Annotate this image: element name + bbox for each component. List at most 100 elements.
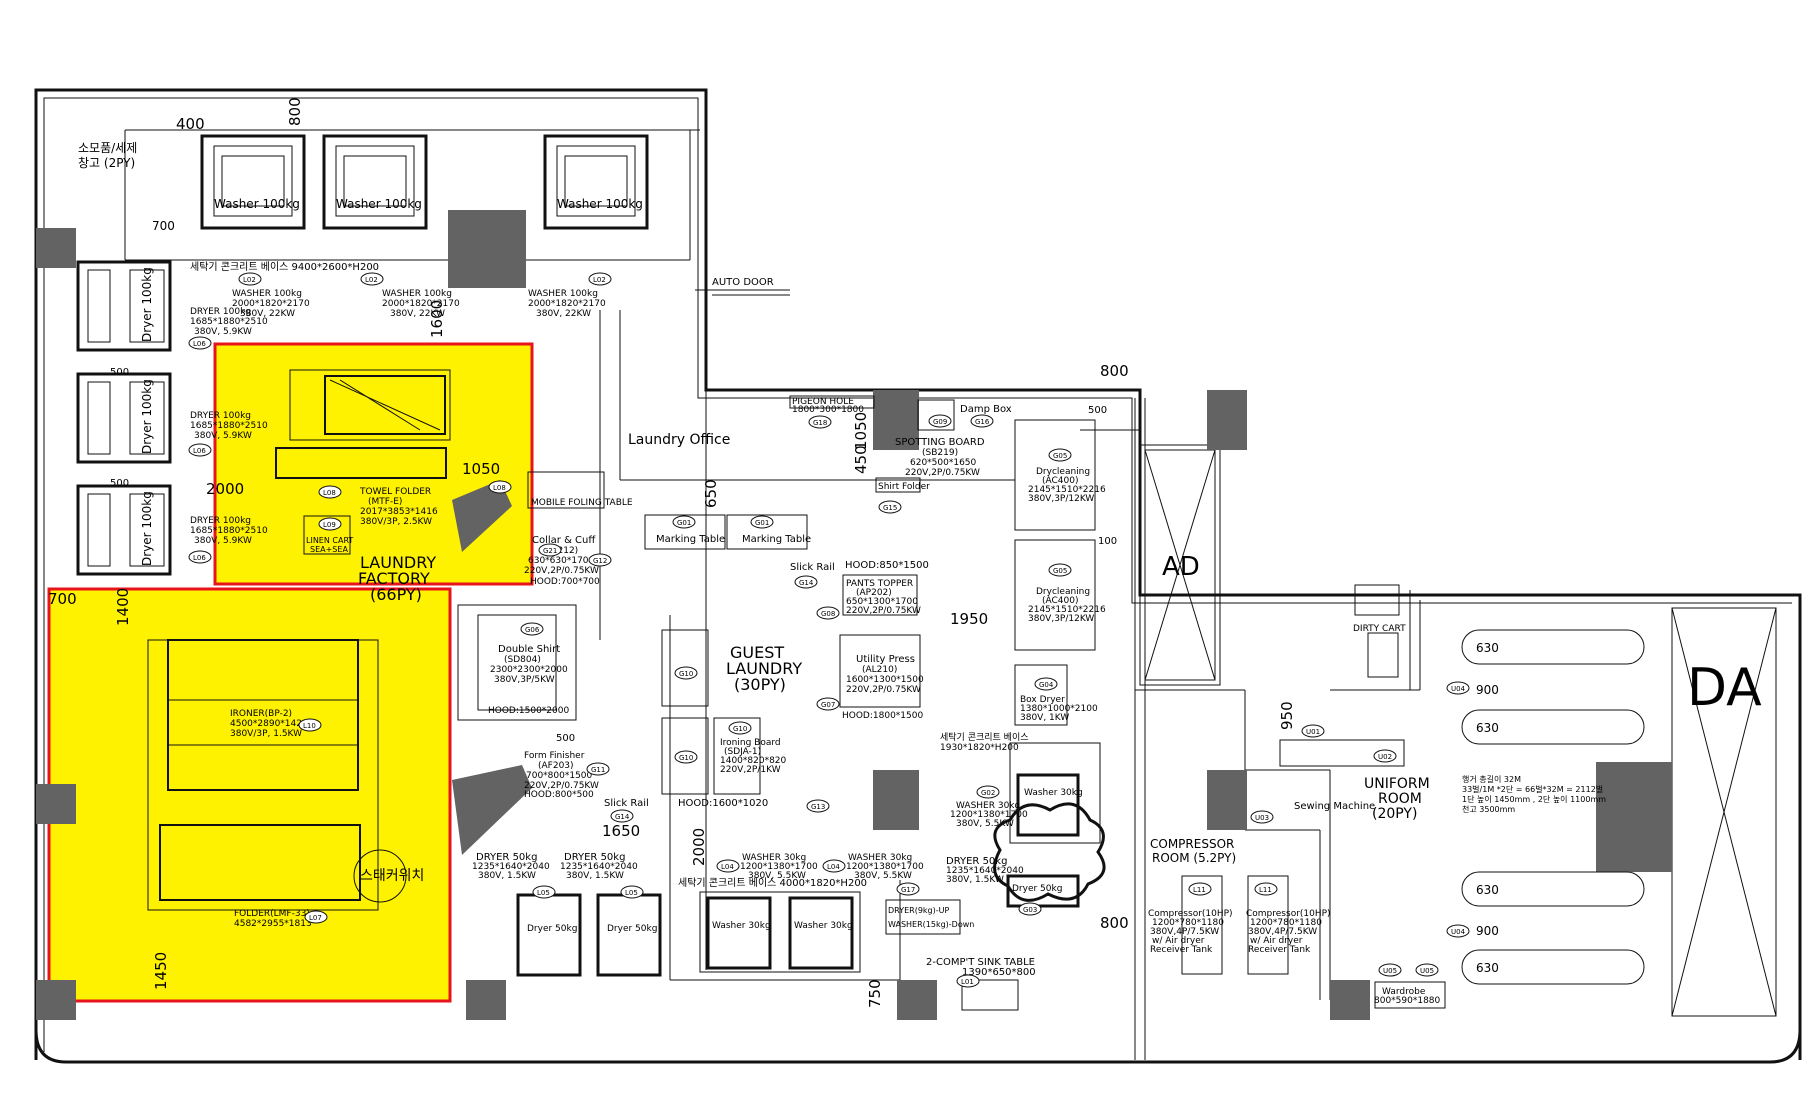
double-shirt-label: HOOD:1500*2000 (488, 706, 569, 716)
ironer-folder-zone (47, 587, 452, 1003)
washer-100kg-specs: WASHER 100kg 2000*1820*2170 380V, 22KW W… (232, 289, 606, 319)
equipment-tag: G01 (755, 519, 769, 527)
svg-text:380V, 5.9KW: 380V, 5.9KW (194, 431, 252, 441)
tag-oval (816, 606, 840, 620)
svg-text:(AC400): (AC400) (1042, 476, 1078, 486)
svg-text:DRYER 50kg: DRYER 50kg (564, 852, 625, 863)
tag-oval (1254, 882, 1278, 896)
hanger-note: 행거 총길이 32M (1462, 774, 1521, 784)
compressor-label: 1200*780*1180 (1152, 918, 1224, 928)
svg-text:(30PY): (30PY) (734, 675, 786, 694)
equipment-tag: U02 (1378, 753, 1392, 761)
svg-text:220V,2P/1KW: 220V,2P/1KW (720, 765, 781, 775)
collar-cuff-label: HOOD:700*700 (530, 577, 600, 587)
sewing-label: Sewing Machine (1294, 801, 1375, 812)
tag-oval (806, 799, 830, 813)
svg-text:SEA+SEA: SEA+SEA (310, 545, 348, 554)
equipment-tag: U03 (1255, 814, 1269, 822)
tag-oval (816, 697, 840, 711)
tag-oval (956, 974, 980, 988)
washer-base-label: 세탁기 콘크리트 베이스 9400*2600*H200 (190, 261, 379, 273)
dryer-unit-label: Dryer 100kg (140, 379, 154, 454)
dimension-label: 900 (1476, 924, 1499, 938)
svg-text:380V/3P, 2.5KW: 380V/3P, 2.5KW (360, 517, 432, 527)
tag-oval (976, 785, 1000, 799)
svg-text:COMPRESSOR: COMPRESSOR (1150, 837, 1234, 851)
svg-text:380V, 1.5KW: 380V, 1.5KW (478, 871, 536, 881)
svg-text:창고 (2PY): 창고 (2PY) (78, 156, 135, 170)
dryer50-unit-label: Dryer 50kg (527, 924, 577, 934)
svg-text:1235*1640*2040: 1235*1640*2040 (560, 862, 638, 872)
svg-text:Wardrobe: Wardrobe (1382, 987, 1426, 997)
hanger-note: 천고 3500mm (1462, 804, 1515, 814)
equipment-tag: L06 (193, 340, 206, 348)
tag-oval (588, 553, 612, 567)
dryer50-spec: 380V, 1.5KW (946, 875, 1004, 885)
equipment-tag: L08 (493, 484, 506, 492)
wardrobe-label: 800*590*1880 (1374, 996, 1441, 1006)
da-shaft: DA (1671, 607, 1777, 1017)
svg-text:(20PY): (20PY) (1372, 806, 1417, 822)
svg-text:380V/3P, 1.5KW: 380V/3P, 1.5KW (230, 729, 302, 739)
dryer50-unit-label: Dryer 50kg (607, 924, 657, 934)
equipment-tag: G07 (821, 701, 835, 709)
svg-text:(SDJA-1): (SDJA-1) (724, 747, 761, 757)
svg-text:WASHER 30kg: WASHER 30kg (742, 853, 806, 863)
drycleaning-label: 2145*1510*2216 (1028, 485, 1106, 495)
svg-text:380V, 1.5KW: 380V, 1.5KW (946, 875, 1004, 885)
spotting-board-label: SPOTTING BOARD (895, 437, 985, 448)
washer-base-label: 세탁기 콘크리트 베이스 4000*1820*H200 (678, 877, 867, 889)
dimension-label: 750 (866, 979, 884, 1008)
svg-text:220V,2P/0.75KW: 220V,2P/0.75KW (905, 468, 980, 478)
svg-text:FOLDER(LMF-33): FOLDER(LMF-33) (234, 909, 310, 919)
equipment-tag: G13 (811, 803, 825, 811)
equipment-tag: G14 (799, 579, 814, 587)
marking-table-label: Marking Table (742, 534, 811, 545)
dryer50-spec: 1235*1640*2040 (946, 866, 1024, 876)
equipment-tag: G11 (591, 766, 605, 774)
equipment-tag: G16 (975, 418, 990, 426)
svg-text:FACTORY: FACTORY (358, 569, 430, 588)
svg-text:HOOD:800*500: HOOD:800*500 (524, 790, 594, 800)
ironer-label: 380V/3P, 1.5KW (230, 729, 302, 739)
dryer-spec: DRYER 100kg (190, 411, 251, 421)
dryer-spec: 380V, 5.9KW (194, 536, 252, 546)
svg-text:DRYER(9kg)-UP: DRYER(9kg)-UP (888, 906, 949, 915)
guest-laundry-label: LAUNDRY (726, 659, 802, 678)
laundry-factory-label: (66PY) (370, 585, 422, 604)
drycleaning-label: Drycleaning (1036, 587, 1090, 597)
pants-topper-label: (AP202) (856, 588, 892, 598)
svg-text:800*590*1880: 800*590*1880 (1374, 996, 1441, 1006)
svg-text:Form Finisher: Form Finisher (524, 751, 585, 761)
towel-folder-label: (MTF-E) (368, 497, 402, 507)
dimension-label: 400 (176, 115, 205, 133)
dimension-label: 630 (1476, 641, 1499, 655)
tag-oval (1048, 448, 1072, 462)
svg-text:220V,2P/0.75KW: 220V,2P/0.75KW (846, 606, 921, 616)
svg-text:620*500*1650: 620*500*1650 (910, 458, 977, 468)
stacker-label: 스태커위치 (360, 868, 424, 884)
tag-oval (588, 272, 612, 286)
dryer50-spec: 380V, 1.5KW (478, 871, 536, 881)
equipment-tag: G02 (981, 789, 995, 797)
mobile-table-label: MOBILE FOLING TABLE (531, 498, 633, 508)
hanger-rails (1461, 629, 1645, 985)
equipment-tag: G15 (883, 504, 897, 512)
svg-text:LAUNDRY: LAUNDRY (726, 659, 802, 678)
svg-text:380V,3P/12KW: 380V,3P/12KW (1028, 494, 1094, 504)
drycleaning-label: (AC400) (1042, 476, 1078, 486)
dryer50-unit-label: Dryer 50kg (1012, 884, 1062, 894)
tag-oval (620, 885, 644, 899)
equipment-tag: L11 (1259, 886, 1272, 894)
compressor-label: 380V,4P/7.5KW (1150, 927, 1219, 937)
towel-folder-label: 380V/3P, 2.5KW (360, 517, 432, 527)
shirt-folder-label: Shirt Folder (878, 482, 930, 492)
compressor-label: Receiver Tank (1248, 945, 1311, 955)
spotting-board-label: (SB219) (922, 448, 958, 458)
ironer-folder: IRONER(BP-2) 4500*2890*1420 380V/3P, 1.5… (147, 639, 424, 929)
ironer-label: 4500*2890*1420 (230, 719, 308, 729)
svg-text:Collar & Cuff: Collar & Cuff (532, 535, 596, 546)
equipment-tag: L07 (309, 914, 322, 922)
tag-oval (822, 859, 846, 873)
svg-text:2145*1510*2216: 2145*1510*2216 (1028, 485, 1106, 495)
